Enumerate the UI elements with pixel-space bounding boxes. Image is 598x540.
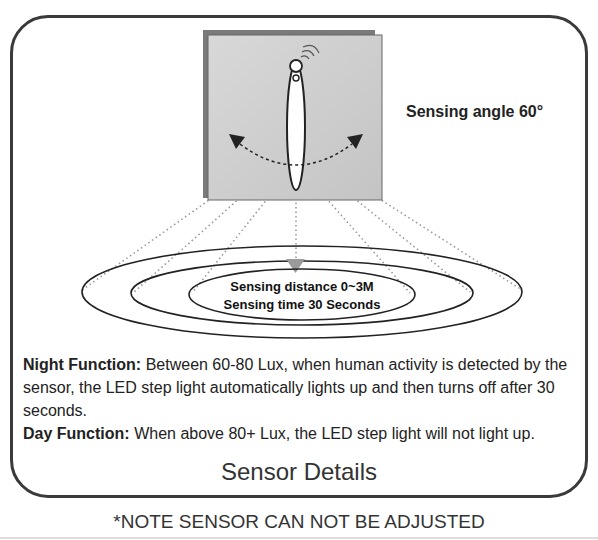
lead-heading: Day Function:: [23, 425, 130, 442]
signal-wave: [302, 51, 314, 56]
ellipse-shape: [189, 269, 415, 320]
range-ellipse: [82, 246, 522, 338]
pointer-triangle: [286, 259, 305, 273]
spec-line: Sensing time 30 Seconds: [224, 296, 381, 314]
body-text: Sensor Details: [221, 458, 377, 485]
detection-line: [192, 198, 268, 293]
detection-line: [82, 198, 212, 290]
lead-heading: Night Function:: [23, 356, 141, 373]
angle-label: Sensing angle 60°: [406, 103, 543, 121]
angle-arc: [240, 144, 352, 165]
body-text: When above 80+ Lux, the LED step light w…: [134, 425, 535, 442]
text-block: Day Function:When above 80+ Lux, the LED…: [23, 422, 583, 445]
sensor-dot: [293, 75, 299, 81]
signal-waves: [301, 45, 319, 59]
signal-wave: [303, 45, 319, 53]
sensor-eye: [290, 60, 302, 72]
text-block: Night Function:Between 60-80 Lux, when h…: [23, 353, 583, 422]
signal-wave: [301, 56, 309, 59]
spec-line: Sensing distance 0~3M: [230, 278, 373, 296]
arrow-head: [347, 134, 363, 149]
led-lens: [287, 64, 305, 190]
range-ellipse: [131, 261, 473, 325]
arrow-head: [229, 134, 245, 149]
note-text: *NOTE SENSOR CAN NOT BE ADJUSTED: [0, 511, 598, 533]
detection-line: [326, 198, 410, 293]
bottom-rule: [0, 538, 598, 539]
detection-line: [295, 198, 297, 258]
range-ellipse: Sensing distance 0~3MSensing time 30 Sec…: [188, 268, 416, 321]
details-panel: Night Function:Between 60-80 Lux, when h…: [10, 15, 588, 498]
panel-face: [208, 35, 382, 200]
text-block: Sensing distance 0~3MSensing time 30 Sec…: [188, 268, 416, 321]
text-block: Sensor Details: [13, 458, 585, 486]
